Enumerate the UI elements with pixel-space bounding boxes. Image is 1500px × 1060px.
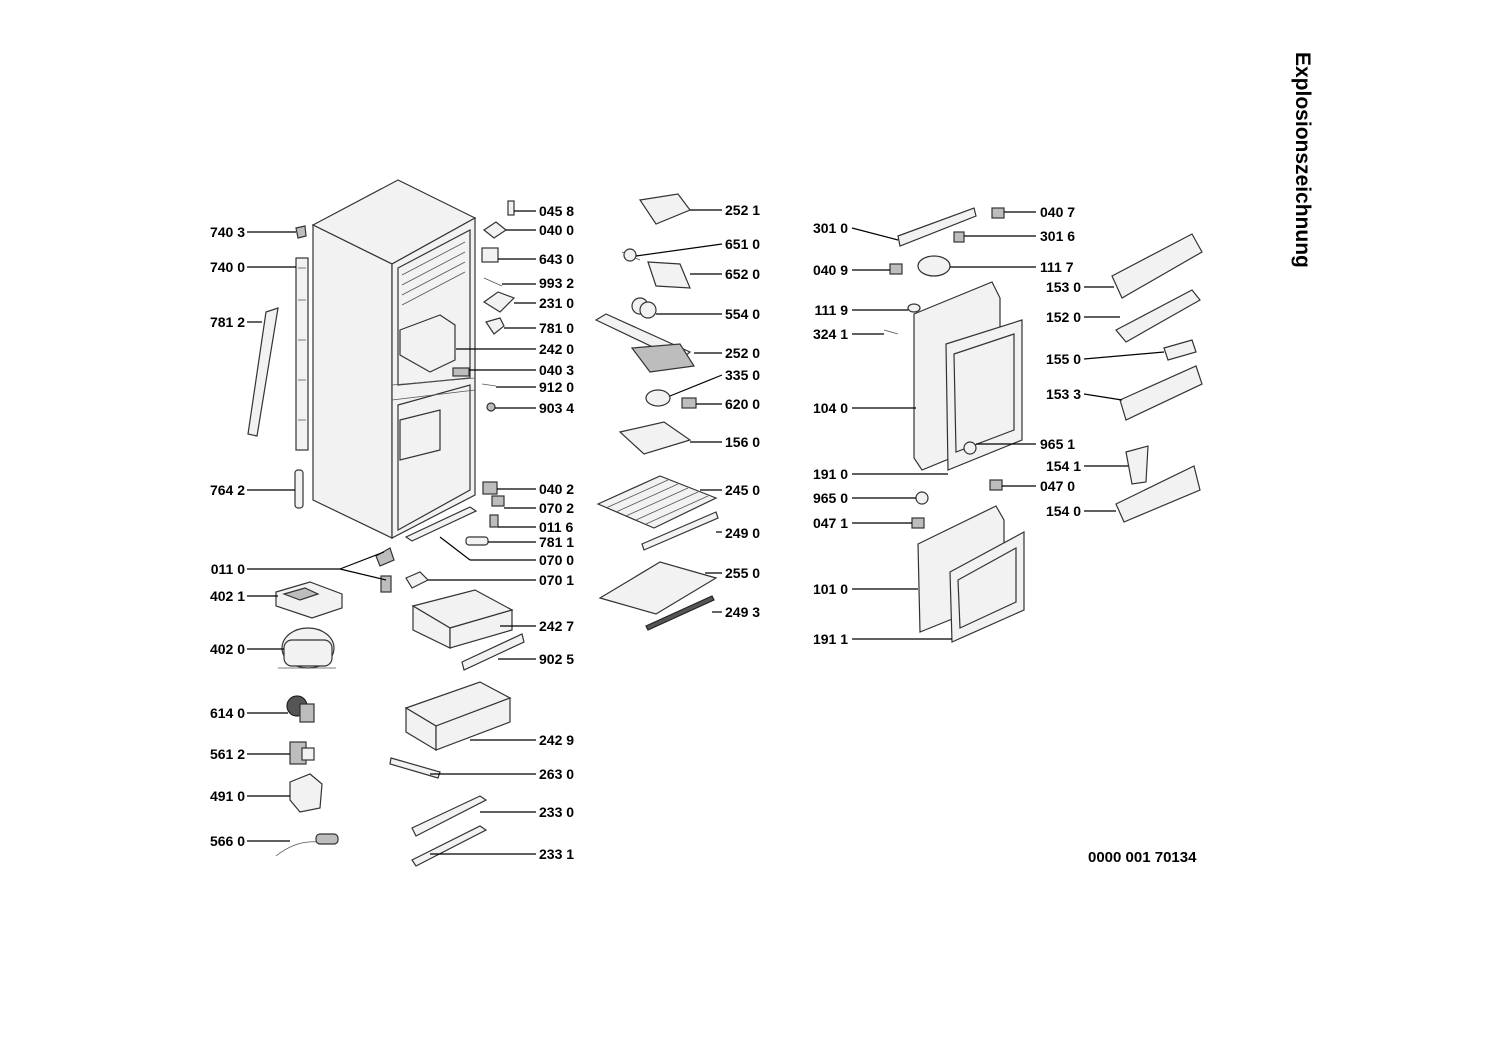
callout-231-0: 231 0 bbox=[539, 295, 574, 311]
callout-781-2: 781 2 bbox=[210, 314, 245, 330]
callout-903-4: 903 4 bbox=[539, 400, 574, 416]
small-parts-drawing bbox=[375, 200, 516, 593]
callout-233-1: 233 1 bbox=[539, 846, 574, 862]
callout-614-0: 614 0 bbox=[210, 705, 245, 721]
hinge-strip-drawing bbox=[247, 225, 309, 509]
callout-620-0: 620 0 bbox=[725, 396, 760, 412]
callout-040-3: 040 3 bbox=[539, 362, 574, 378]
callout-965-0: 965 0 bbox=[813, 490, 848, 506]
callout-245-0: 245 0 bbox=[725, 482, 760, 498]
callout-554-0: 554 0 bbox=[725, 306, 760, 322]
part-drawings bbox=[247, 179, 1203, 867]
callout-040-7: 040 7 bbox=[1040, 204, 1075, 220]
callout-491-0: 491 0 bbox=[210, 788, 245, 804]
callout-156-0: 156 0 bbox=[725, 434, 760, 450]
callout-652-0: 652 0 bbox=[725, 266, 760, 282]
callout-255-0: 255 0 bbox=[725, 565, 760, 581]
callout-047-1: 047 1 bbox=[813, 515, 848, 531]
callout-047-0: 047 0 bbox=[1040, 478, 1075, 494]
callout-402-0: 402 0 bbox=[210, 641, 245, 657]
callout-111-9: 111 9 bbox=[815, 302, 849, 318]
callout-263-0: 263 0 bbox=[539, 766, 574, 782]
callout-011-0: 011 0 bbox=[211, 561, 245, 577]
callout-912-0: 912 0 bbox=[539, 379, 574, 395]
callout-902-5: 902 5 bbox=[539, 651, 574, 667]
callout-252-1: 252 1 bbox=[725, 202, 760, 218]
callout-242-0: 242 0 bbox=[539, 341, 574, 357]
callout-301-0: 301 0 bbox=[813, 220, 848, 236]
callout-191-1: 191 1 bbox=[813, 631, 848, 647]
callout-566-0: 566 0 bbox=[210, 833, 245, 849]
callout-154-1: 154 1 bbox=[1046, 458, 1081, 474]
middle-parts-drawing bbox=[594, 193, 719, 631]
callout-740-3: 740 3 bbox=[210, 224, 245, 240]
callout-040-2: 040 2 bbox=[539, 481, 574, 497]
callout-651-0: 651 0 bbox=[725, 236, 760, 252]
callout-070-0: 070 0 bbox=[539, 552, 574, 568]
callout-101-0: 101 0 bbox=[813, 581, 848, 597]
door-bins-drawing bbox=[1111, 233, 1203, 523]
callout-045-8: 045 8 bbox=[539, 203, 574, 219]
document-number: 0000 001 70134 bbox=[1088, 849, 1197, 866]
callout-965-1: 965 1 bbox=[1040, 436, 1075, 452]
callout-242-9: 242 9 bbox=[539, 732, 574, 748]
callout-781-1: 781 1 bbox=[539, 534, 574, 550]
fridge-cabinet-drawing bbox=[311, 179, 477, 539]
callout-153-0: 153 0 bbox=[1046, 279, 1081, 295]
callout-324-1: 324 1 bbox=[813, 326, 848, 342]
callout-011-6: 011 6 bbox=[539, 519, 573, 535]
callout-740-0: 740 0 bbox=[210, 259, 245, 275]
callout-040-0: 040 0 bbox=[539, 222, 574, 238]
callout-191-0: 191 0 bbox=[813, 466, 848, 482]
callout-070-2: 070 2 bbox=[539, 500, 574, 516]
callout-402-1: 402 1 bbox=[210, 588, 245, 604]
callout-252-0: 252 0 bbox=[725, 345, 760, 361]
callout-104-0: 104 0 bbox=[813, 400, 848, 416]
callout-781-0: 781 0 bbox=[539, 320, 574, 336]
callout-111-7: 111 7 bbox=[1040, 259, 1074, 275]
callout-154-0: 154 0 bbox=[1046, 503, 1081, 519]
callout-249-0: 249 0 bbox=[725, 525, 760, 541]
callout-233-0: 233 0 bbox=[539, 804, 574, 820]
callout-993-2: 993 2 bbox=[539, 275, 574, 291]
diagram-title: Explosionszeichnung bbox=[1291, 52, 1314, 268]
callout-242-7: 242 7 bbox=[539, 618, 574, 634]
leader-lines bbox=[247, 209, 1165, 855]
callout-040-9: 040 9 bbox=[813, 262, 848, 278]
callout-301-6: 301 6 bbox=[1040, 228, 1075, 244]
callout-643-0: 643 0 bbox=[539, 251, 574, 267]
callout-764-2: 764 2 bbox=[210, 482, 245, 498]
compressor-drawing bbox=[275, 581, 343, 857]
drawers-drawing bbox=[389, 589, 525, 867]
callout-153-3: 153 3 bbox=[1046, 386, 1081, 402]
callout-labels: 740 3 740 0 781 2 764 2 011 0 402 1 402 … bbox=[210, 202, 1081, 862]
callout-335-0: 335 0 bbox=[725, 367, 760, 383]
callout-152-0: 152 0 bbox=[1046, 309, 1081, 325]
callout-070-1: 070 1 bbox=[539, 572, 574, 588]
callout-249-3: 249 3 bbox=[725, 604, 760, 620]
callout-561-2: 561 2 bbox=[210, 746, 245, 762]
door-drawing bbox=[883, 207, 1025, 643]
callout-155-0: 155 0 bbox=[1046, 351, 1081, 367]
